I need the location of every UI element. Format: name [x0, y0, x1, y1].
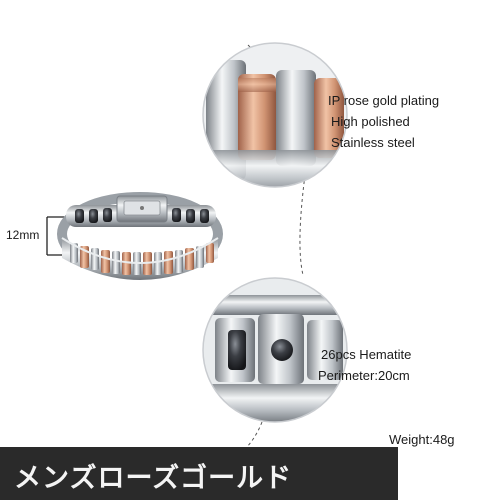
detail-rose-gold-links: [202, 42, 348, 188]
spec-hematite-count: 26pcs Hematite: [321, 347, 412, 362]
color-variant-label: メンズローズゴールド: [14, 463, 293, 494]
bracelet-photo: [57, 192, 223, 280]
width-dimension-label: 12mm: [6, 228, 40, 242]
spec-plating: IP rose gold plating: [328, 93, 440, 108]
color-variant-banner: [0, 447, 398, 500]
weight-label: Weight:48g: [389, 432, 455, 447]
connector-curve-bottom: [241, 421, 263, 453]
spec-perimeter: Perimeter:20cm: [318, 368, 410, 383]
spec-material: Stainless steel: [331, 135, 415, 150]
spec-finish: High polished: [331, 114, 410, 129]
detail-hematite-links: [202, 277, 348, 423]
connector-curve-middle: [299, 174, 306, 276]
